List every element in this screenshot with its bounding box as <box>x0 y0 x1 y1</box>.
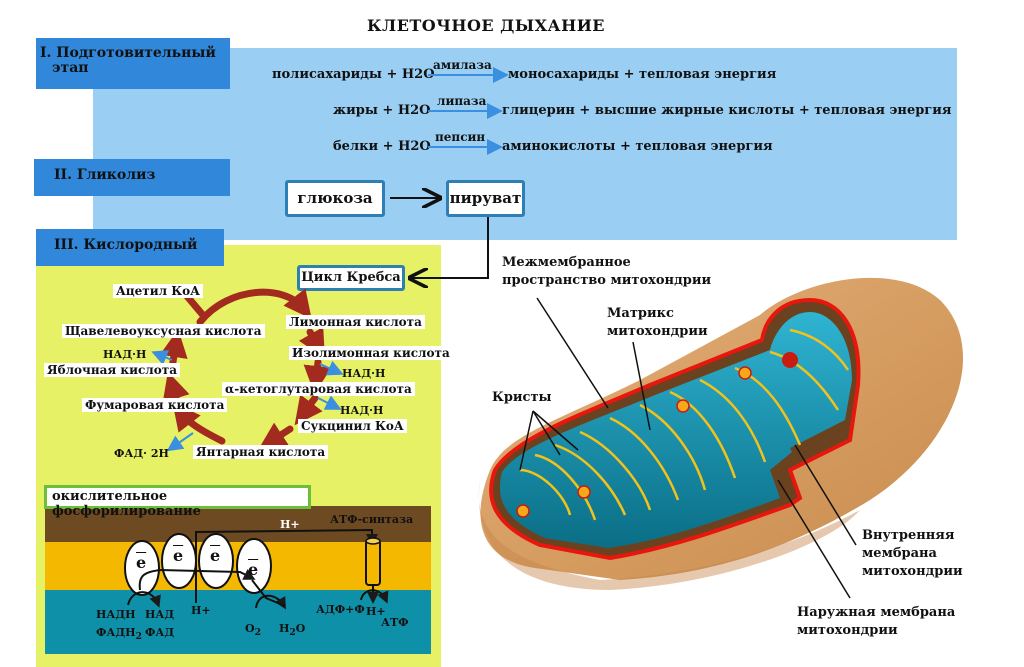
ribosomes <box>516 366 752 518</box>
preparatory-glycolysis-panel <box>93 48 957 240</box>
nadh-label-3: НАД·Н <box>340 404 384 417</box>
krebs-byproduct-arrows <box>151 350 344 452</box>
krebs-cycle-box: Цикл Кребса <box>297 265 405 291</box>
matrix-band <box>45 590 431 654</box>
cycle-arrow-succinate-fumarate <box>172 401 226 445</box>
stage-preparatory-line1: I. Подготовительный <box>40 45 216 61</box>
isocitric-acid-label: Изолимонная кислота <box>289 346 453 360</box>
acetyl-coa-label: Ацетил КоА <box>113 284 203 298</box>
nadh-arrow-isocitrate <box>319 360 344 376</box>
o2-h2o-arrow <box>255 594 286 610</box>
leader-inner-membrane <box>794 444 857 546</box>
electron-label-2: e <box>173 546 184 565</box>
outer-membrane-label: Наружная мембрана митохондрии <box>797 605 956 638</box>
diagram-title: КЛЕТОЧНОЕ ДЫХАНИЕ <box>367 16 605 35</box>
leader-cristae-2 <box>532 410 561 456</box>
granule <box>782 352 798 368</box>
carrier-1 <box>124 540 160 596</box>
nadh-label: НАДН <box>96 608 136 621</box>
h-plus-synthase-label: H+ <box>366 605 386 618</box>
reaction-3-reactants: белки + H2O <box>333 139 431 154</box>
stage-preparatory-label: I. Подготовительный этап <box>36 38 230 89</box>
h-plus-bottom-label: H+ <box>191 604 211 617</box>
leader-outer-membrane <box>777 479 851 599</box>
nadh-arrow-malate <box>151 350 173 365</box>
label-leader-lines <box>519 297 857 599</box>
fadh2-arrow-succinate <box>166 432 194 452</box>
o2-label: O2 <box>245 622 261 639</box>
leader-intermembrane <box>536 297 609 409</box>
cycle-arrow-akg-succinylcoa <box>294 394 323 426</box>
cycle-arrow-succinylcoa-succinate <box>258 422 294 450</box>
reaction-3-products: аминокислоты + тепловая энергия <box>502 139 773 154</box>
atp-synthase-label: АТФ-синтаза <box>330 513 414 526</box>
krebs-cycle-arrows <box>159 288 332 450</box>
nadh-label-2: НАД·Н <box>342 367 386 380</box>
cycle-arrow-fumarate-malate <box>162 371 190 403</box>
pyruvate-box: пируват <box>446 180 525 217</box>
proton-pump-path <box>195 528 378 603</box>
oxidative-phosphorylation-box: окислительное фосфорилирование <box>44 485 311 519</box>
fad-label: ФАД <box>145 626 175 639</box>
pyruvate-to-krebs-connector <box>412 217 489 278</box>
reaction-2-products: глицерин + высшие жирные кислоты + тепло… <box>502 103 952 118</box>
alpha-ketoglutaric-acid-label: α-кетоглутаровая кислота <box>222 382 415 396</box>
atp-synthase-top <box>365 537 381 545</box>
leader-cristae-3 <box>532 410 579 451</box>
nadh-arrow-akg <box>317 395 342 410</box>
electron-label-3: e <box>210 546 221 565</box>
glucose-box: глюкоза <box>285 180 385 217</box>
h2o-label: H2O <box>279 622 306 639</box>
atp-synthase-channel <box>365 539 381 586</box>
cycle-arrow-isocitrate-akg <box>303 358 332 394</box>
oxaloacetic-acid-label: Щавелевоуксусная кислота <box>62 324 265 338</box>
stage-oxygen-label: III. Кислородный <box>36 229 224 266</box>
leader-cristae-1 <box>519 410 534 471</box>
nadh-label-1: НАД·Н <box>103 348 147 361</box>
electron-label-4: e <box>248 560 259 579</box>
nadh-nad-arrow <box>127 591 161 608</box>
cristae-label: Кристы <box>492 390 552 405</box>
stage-glycolysis-label: II. Гликолиз <box>34 159 230 196</box>
reaction-1-reactants: полисахариды + H2O <box>272 67 435 82</box>
cycle-arrow-oxaloacetate-citrate <box>196 288 312 326</box>
reaction-1-enzyme: амилаза <box>433 58 492 72</box>
reaction-1-products: моносахариды + тепловая энергия <box>508 67 777 82</box>
nad-label: НАД <box>145 608 175 621</box>
succinyl-coa-label: Сукцинил КоА <box>298 419 407 433</box>
electron-flow-path <box>138 568 256 591</box>
carrier-3 <box>198 533 234 589</box>
mitochondrion-illustration <box>478 277 964 590</box>
cycle-arrow-acetyl-join <box>182 291 206 318</box>
inner-membrane-label: Внутренняя мембрана митохондрии <box>862 528 963 579</box>
cycle-arrow-citrate-isocitrate <box>298 326 325 359</box>
reaction-2-enzyme: липаза <box>437 94 487 108</box>
malic-acid-label: Яблочная кислота <box>44 363 180 377</box>
h-plus-top-label: H+ <box>280 518 300 531</box>
adp-label: АДФ+Ф <box>316 603 365 616</box>
citric-acid-label: Лимонная кислота <box>286 315 425 329</box>
electron-to-water-arrow <box>251 579 286 607</box>
leader-matrix <box>632 341 651 431</box>
fadh2-mem-label: ФАДН2 <box>96 626 142 643</box>
stage-preparatory-line2: этап <box>52 60 89 76</box>
fadh2-label: ФАД· 2Н <box>114 447 169 460</box>
reaction-3-enzyme: пепсин <box>435 130 486 144</box>
fumaric-acid-label: Фумаровая кислота <box>82 398 228 412</box>
reaction-2-reactants: жиры + H2O <box>333 103 431 118</box>
intermembrane-space-label: Межмембранное пространство митохондрии <box>502 255 712 288</box>
succinic-acid-label: Янтарная кислота <box>193 445 329 459</box>
cristae <box>519 328 850 521</box>
electron-label-1: e <box>136 553 147 572</box>
atp-label: АТФ <box>381 616 409 629</box>
matrix-label: Матрикс митохондрии <box>607 306 708 339</box>
